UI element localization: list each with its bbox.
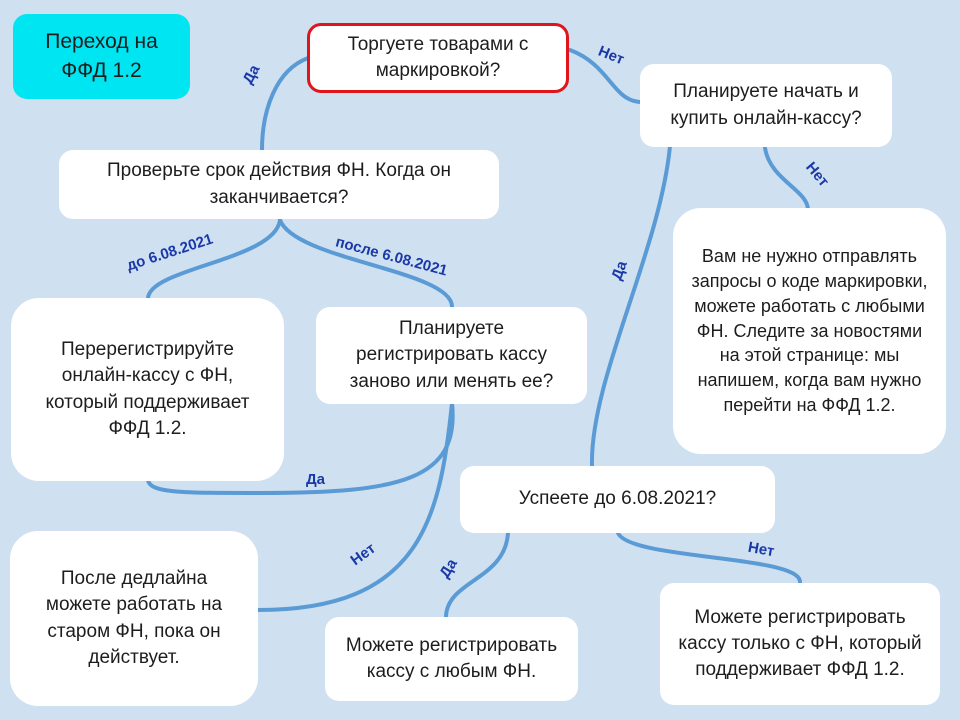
- edge-label-marking-yes: Да: [239, 62, 264, 87]
- result-after-deadline: После дедлайна можете работать на старом…: [10, 531, 258, 706]
- question-marking: Торгуете товарами с маркировкой?: [307, 23, 569, 93]
- question-rereg-plan: Планируете регистрировать кассу заново и…: [316, 307, 587, 404]
- edge-label-plan-no: Нет: [802, 158, 833, 191]
- result-no-need: Вам не нужно отправлять запросы о коде м…: [673, 208, 946, 454]
- result-any-fn: Можете регистрировать кассу с любым ФН.: [325, 617, 578, 701]
- edge-label-plan-yes: Да: [608, 258, 631, 283]
- edge-label-intime-no: Нет: [746, 538, 776, 561]
- edge-label-intime-yes: Да: [436, 555, 461, 582]
- question-plan-buy: Планируете начать и купить онлайн-кассу?: [640, 64, 892, 147]
- question-in-time: Успеете до 6.08.2021?: [460, 466, 775, 533]
- edge-label-rereg-no: Нет: [347, 539, 379, 570]
- edge-label-marking-no: Нет: [595, 42, 627, 69]
- edge-label-after: после 6.08.2021: [333, 233, 450, 280]
- edge-label-before: до 6.08.2021: [124, 230, 216, 275]
- result-only-fn: Можете регистрировать кассу только с ФН,…: [660, 583, 940, 705]
- diagram-title: Переход на ФФД 1.2: [13, 14, 190, 99]
- connector-marking-yes: [260, 56, 310, 152]
- connector-rereg-no: [256, 401, 454, 612]
- connector-intime-yes: [444, 531, 510, 618]
- connector-plan-yes: [589, 144, 672, 467]
- edge-label-rereg-yes: Да: [306, 471, 326, 488]
- question-fn-expiry: Проверьте срок действия ФН. Когда он зак…: [59, 150, 499, 219]
- connector-plan-no: [763, 146, 810, 212]
- result-rereg: Перерегистрируйте онлайн-кассу с ФН, кот…: [11, 298, 284, 481]
